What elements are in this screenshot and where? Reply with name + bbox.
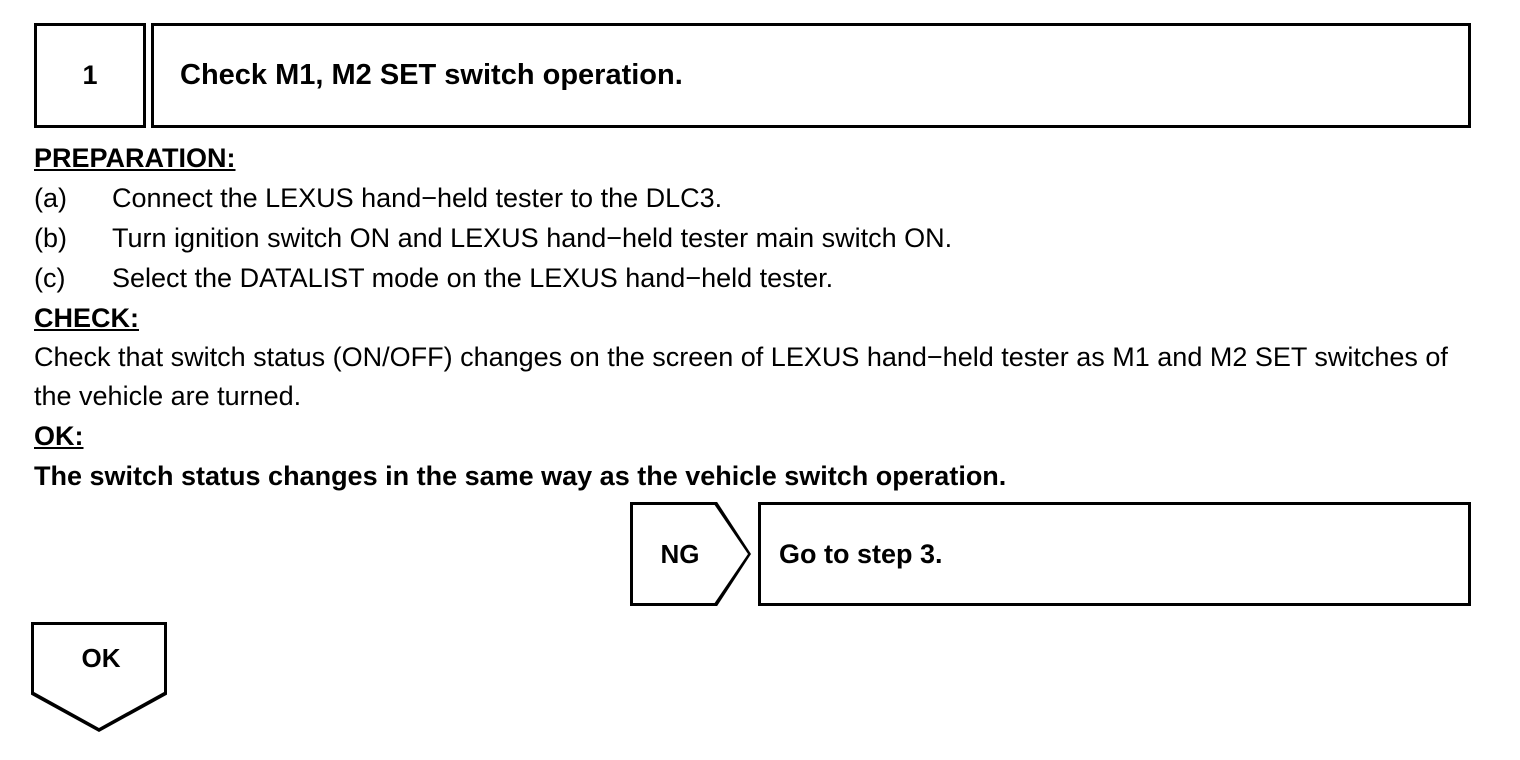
list-text: Turn ignition switch ON and LEXUS hand−h… bbox=[112, 223, 953, 253]
instruction-body: PREPARATION: (a) Connect the LEXUS hand−… bbox=[34, 138, 1484, 496]
step-number-cell: 1 bbox=[34, 23, 146, 128]
preparation-item-a: (a) Connect the LEXUS hand−held tester t… bbox=[34, 178, 1484, 218]
list-marker: (c) bbox=[34, 263, 66, 293]
list-text: Connect the LEXUS hand−held tester to th… bbox=[112, 183, 723, 213]
ok-branch: OK bbox=[31, 622, 167, 732]
ok-heading: OK: bbox=[34, 421, 84, 451]
step-header: 1 Check M1, M2 SET switch operation. bbox=[34, 23, 1471, 128]
step-number: 1 bbox=[82, 60, 98, 90]
step-title: Check M1, M2 SET switch operation. bbox=[180, 59, 683, 91]
preparation-item-c: (c) Select the DATALIST mode on the LEXU… bbox=[34, 258, 1484, 298]
list-marker: (a) bbox=[34, 183, 67, 213]
check-text: Check that switch status (ON/OFF) change… bbox=[34, 342, 1448, 411]
ok-label: OK bbox=[81, 642, 121, 673]
ok-text: The switch status changes in the same wa… bbox=[34, 461, 1007, 491]
list-marker: (b) bbox=[34, 223, 67, 253]
ng-branch-row: NG Go to step 3. bbox=[630, 502, 1471, 606]
ng-result-box: Go to step 3. bbox=[758, 502, 1471, 606]
ng-result-label: Go to step 3. bbox=[779, 538, 943, 569]
preparation-heading: PREPARATION: bbox=[34, 143, 236, 173]
ng-label: NG bbox=[660, 538, 700, 569]
check-heading: CHECK: bbox=[34, 303, 139, 333]
list-text: Select the DATALIST mode on the LEXUS ha… bbox=[112, 263, 834, 293]
preparation-item-b: (b) Turn ignition switch ON and LEXUS ha… bbox=[34, 218, 1484, 258]
step-title-cell: Check M1, M2 SET switch operation. bbox=[151, 23, 1471, 128]
